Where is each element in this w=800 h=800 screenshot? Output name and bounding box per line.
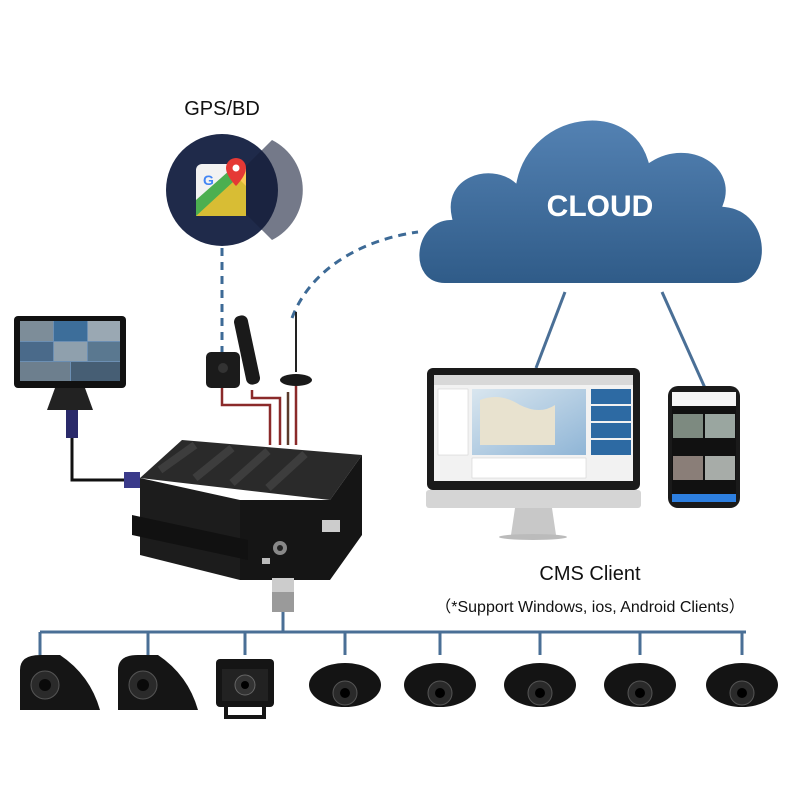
monitor-connector xyxy=(124,472,140,488)
cloud-to-phone-link xyxy=(660,291,707,389)
gps-antenna-icon xyxy=(206,352,240,388)
dome-camera-icon xyxy=(504,663,576,707)
side-camera-icon xyxy=(118,655,198,710)
network-connector-icon xyxy=(272,578,294,612)
monitor-cable xyxy=(70,438,126,482)
dome-camera-icon xyxy=(604,663,676,707)
antenna-cables xyxy=(220,386,298,445)
mobile-dvr-icon xyxy=(132,440,362,580)
cms-client-subtitle: （*Support Windows, ios, Android Clients） xyxy=(435,599,745,616)
svg-text:G: G xyxy=(203,172,214,188)
dome-camera-icon xyxy=(706,663,778,707)
camera-bus xyxy=(38,612,746,655)
cloud-to-pc-link xyxy=(534,291,567,369)
cms-client-title: CMS Client xyxy=(539,563,641,585)
gps-map-icon: G xyxy=(166,134,303,246)
rear-view-camera-icon xyxy=(216,659,274,719)
gps-label: GPS/BD xyxy=(184,98,260,120)
vehicle-monitor-icon xyxy=(14,316,126,438)
4g-antenna-icon xyxy=(280,312,312,386)
cloud-dashed-link xyxy=(290,230,419,319)
dome-camera-icon xyxy=(404,663,476,707)
cloud-icon xyxy=(415,116,766,287)
phone-client-icon xyxy=(668,386,740,508)
cloud-label: CLOUD xyxy=(546,190,654,223)
desktop-client-icon xyxy=(426,368,641,540)
dome-camera-icon xyxy=(309,663,381,707)
wifi-antenna-icon xyxy=(233,315,261,385)
side-camera-icon xyxy=(20,655,100,710)
